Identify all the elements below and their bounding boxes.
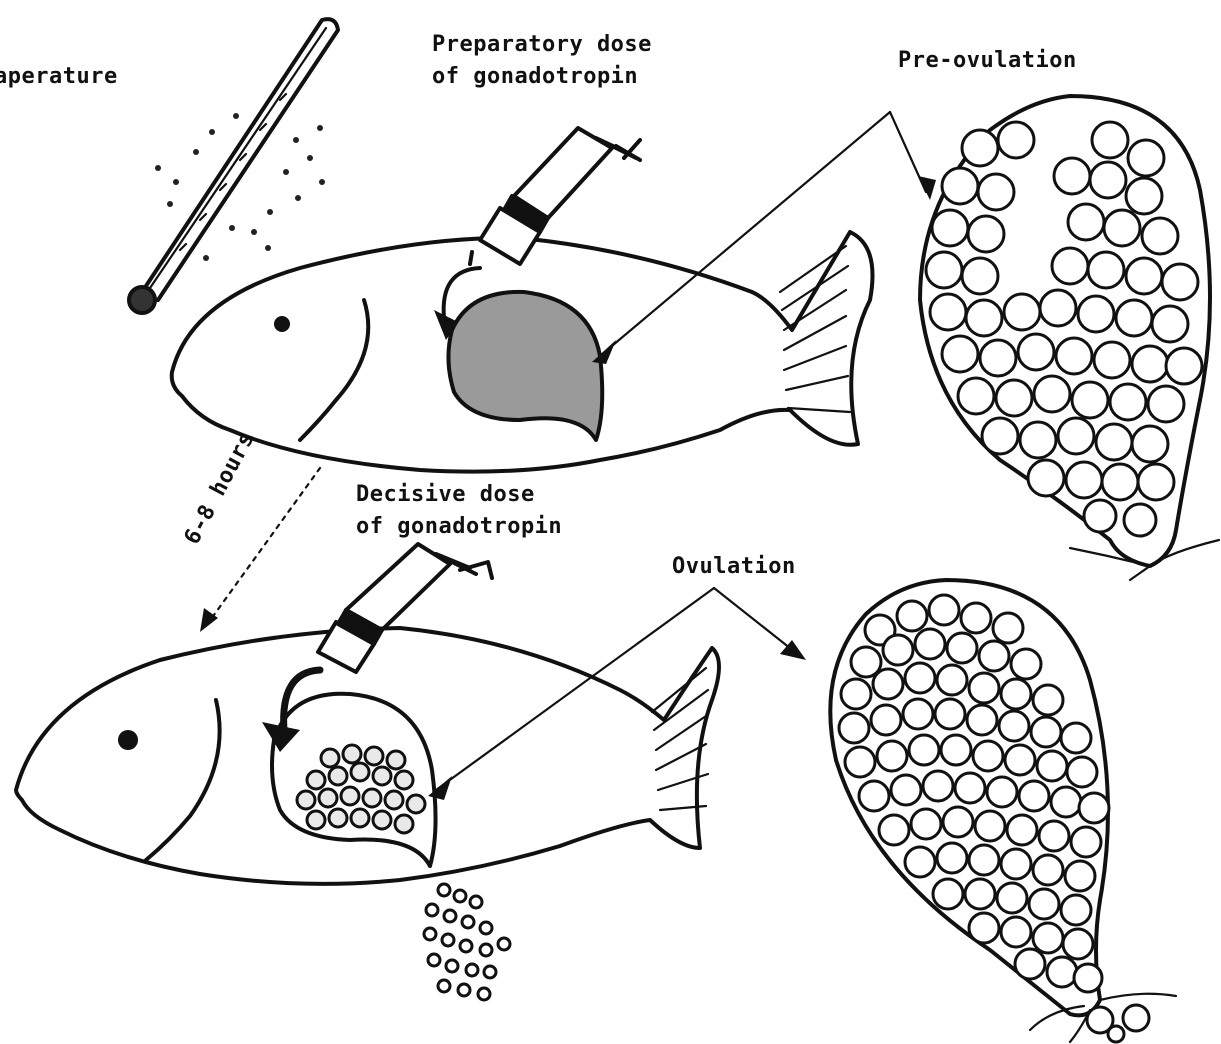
fish-lower-icon: [16, 628, 719, 884]
fish-upper-icon: [172, 232, 873, 472]
pre-ovulation-pointer-ovary-head: [918, 176, 936, 200]
interval-arrow-head: [200, 608, 218, 632]
ovulation-pointer-line: [436, 588, 714, 790]
ovulation-ovary-icon: [830, 580, 1176, 1042]
released-eggs-icon: [424, 884, 510, 1000]
thermometer-icon: [129, 19, 338, 313]
pre-ovulation-ovary-icon: [920, 96, 1219, 580]
interval-arrow-line: [206, 468, 320, 626]
heat-dots: [155, 113, 325, 261]
syringe-lower-icon: [318, 544, 492, 672]
